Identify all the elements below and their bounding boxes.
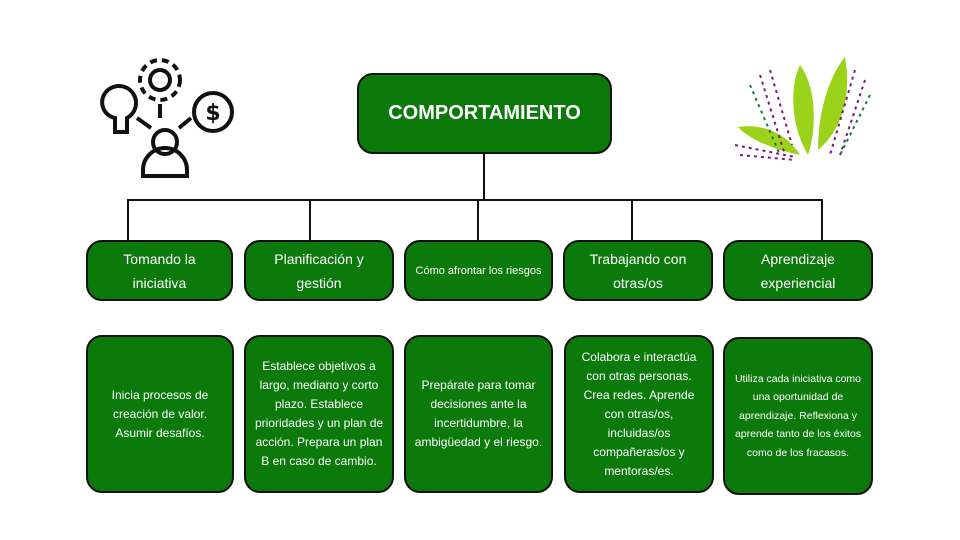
description-planning: Establece objetivos a largo, mediano y c… (244, 335, 394, 493)
category-header-planning: Planificación y gestión (244, 240, 394, 301)
description-text: Prepárate para tomar decisiones ante la … (414, 378, 543, 449)
description-text: Utiliza cada iniciativa como una oportun… (734, 372, 862, 459)
connector-line (127, 199, 129, 241)
connector-line (821, 199, 823, 241)
description-text: Colabora e interactúa con otras personas… (581, 349, 697, 478)
description-learning: Utiliza cada iniciativa como una oportun… (723, 337, 873, 495)
header-text: Planificación y gestión (274, 250, 364, 291)
category-header-initiative: Tomando la iniciativa (86, 240, 233, 301)
description-text: Inicia procesos de creación de valor. As… (111, 387, 209, 440)
header-text: Trabajando con otras/os (589, 250, 687, 291)
connector-line (127, 199, 823, 201)
description-teamwork: Colabora e interactúa con otras personas… (564, 335, 714, 493)
title-text: COMPORTAMIENTO (388, 102, 581, 124)
svg-text:$: $ (205, 101, 220, 126)
header-text: Aprendizaje experiencial (760, 250, 836, 291)
header-text: Cómo afrontar los riesgos (415, 264, 542, 277)
leaves-decoration-icon (734, 57, 871, 161)
category-header-learning: Aprendizaje experiencial (723, 240, 873, 301)
title-box: COMPORTAMIENTO (357, 73, 612, 154)
description-text: Establece objetivos a largo, mediano y c… (254, 359, 384, 468)
connector-line (477, 199, 479, 241)
connector-line (631, 199, 633, 241)
connector-line (309, 199, 311, 241)
connector-line (483, 153, 485, 200)
header-text: Tomando la iniciativa (123, 250, 196, 291)
category-header-teamwork: Trabajando con otras/os (563, 240, 713, 301)
description-initiative: Inicia procesos de creación de valor. As… (86, 335, 234, 493)
description-risks: Prepárate para tomar decisiones ante la … (404, 335, 553, 493)
person-ideas-icon: $ (100, 58, 234, 178)
category-header-risks: Cómo afrontar los riesgos (404, 240, 553, 301)
